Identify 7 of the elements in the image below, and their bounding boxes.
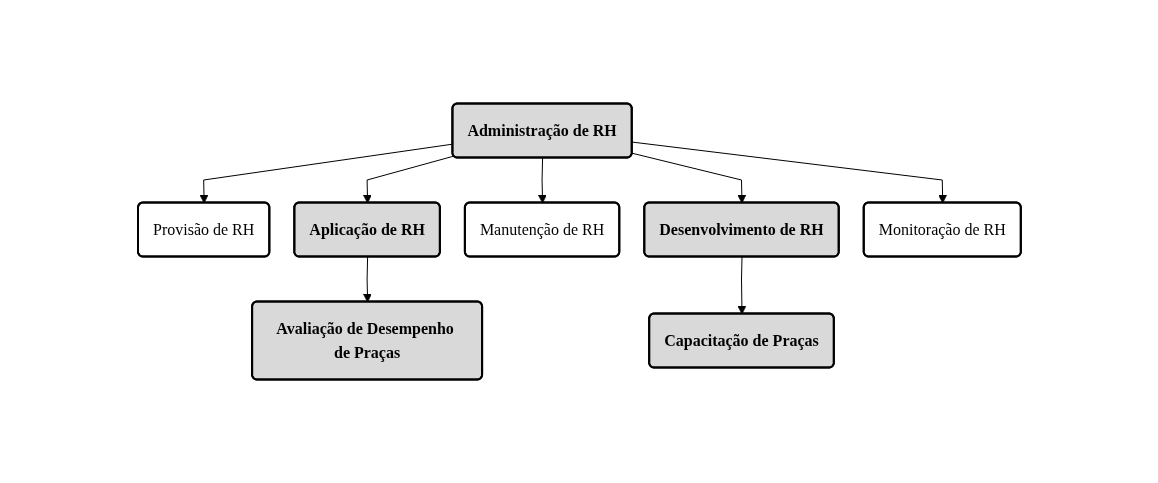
arrow (362, 155, 455, 204)
arrow (737, 256, 746, 315)
arrow (631, 152, 746, 204)
arrow (537, 157, 547, 204)
arrow (199, 143, 453, 204)
arrow (631, 141, 947, 204)
arrow (362, 256, 372, 303)
